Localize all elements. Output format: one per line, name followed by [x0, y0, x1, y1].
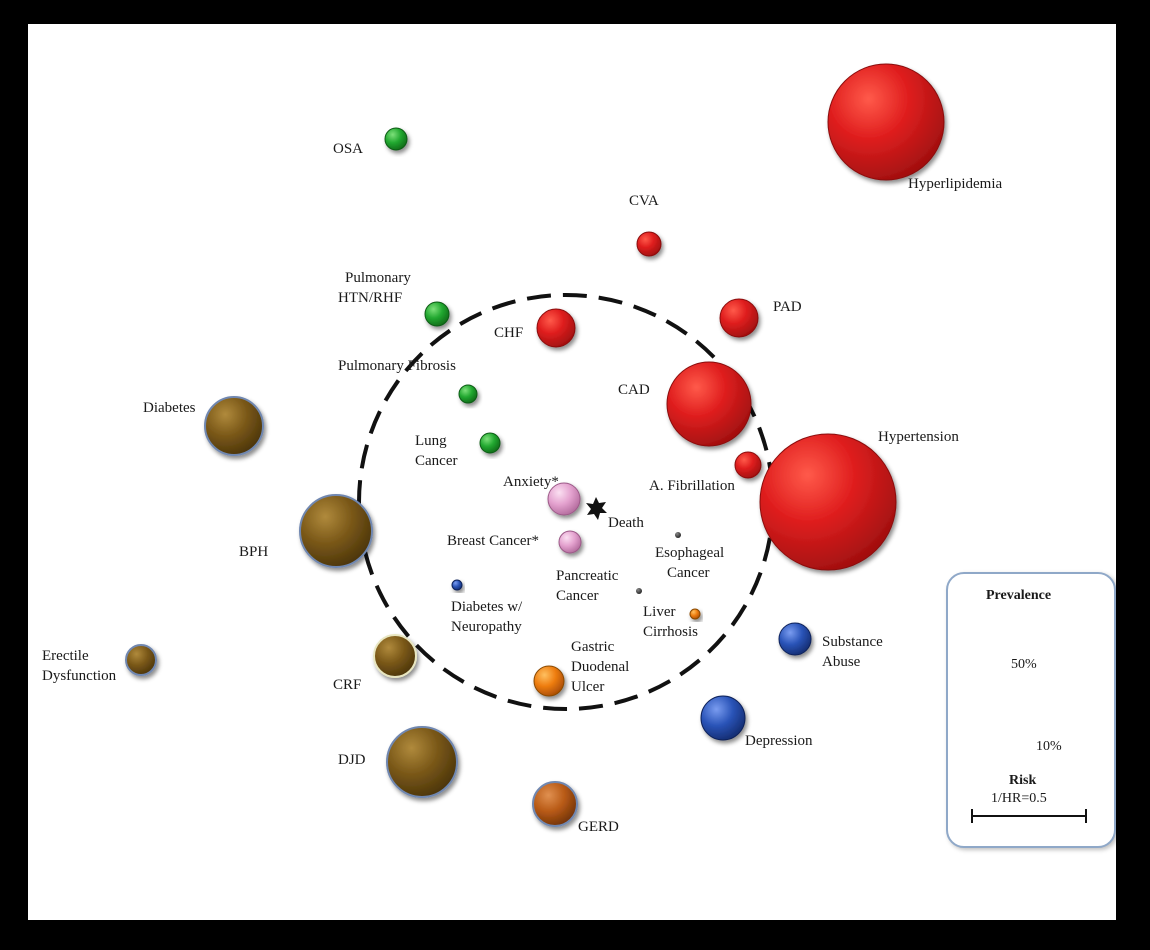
legend-large-value: 50%	[1011, 657, 1037, 672]
erectile-dysfunction-label-line1: Erectile	[42, 648, 89, 664]
djd-bubble	[386, 726, 458, 798]
pancreatic-cancer-label-line2: Cancer	[556, 588, 599, 604]
breast-cancer-label: Breast Cancer*	[447, 533, 540, 549]
lung-cancer-label-line2: Cancer	[415, 453, 458, 469]
pad-label: PAD	[773, 299, 802, 315]
hyperlipidemia-label: Hyperlipidemia	[908, 176, 1003, 192]
pancreatic-cancer-label-line1: Pancreatic	[556, 568, 619, 584]
esophageal-cancer-label-line1: Esophageal	[655, 545, 725, 561]
esophageal-cancer-dot	[675, 532, 681, 538]
death-label: Death	[608, 515, 644, 531]
depression-bubble	[700, 695, 746, 741]
legend-small-value: 10%	[1036, 739, 1062, 754]
afib-bubble	[734, 451, 762, 479]
cad-bubble	[666, 361, 752, 447]
anxiety-label: Anxiety*	[503, 474, 559, 490]
pad-bubble	[719, 298, 759, 338]
cva-bubble	[636, 231, 662, 257]
gastric-ulcer-label-line2: Duodenal	[571, 659, 630, 675]
pulmonary-htn-label-line1: Pulmonary	[345, 270, 411, 286]
liver-cirrhosis-label-line1: Liver	[643, 604, 676, 620]
pancreatic-cancer-dot	[636, 588, 642, 594]
diagram-canvas	[28, 24, 1116, 920]
hyperlipidemia-bubble	[827, 63, 945, 181]
gastric-ulcer-label-line3: Ulcer	[571, 679, 605, 695]
pulmonary-htn-bubble	[424, 301, 450, 327]
crf-bubble	[373, 634, 417, 678]
diabetes-neuropathy-bubble	[451, 579, 463, 591]
cad-label: CAD	[618, 382, 650, 398]
chf-bubble	[536, 308, 576, 348]
diabetes-neuropathy-label-line1: Diabetes w/	[451, 599, 523, 615]
esophageal-cancer-label-line2: Cancer	[667, 565, 710, 581]
gastric-ulcer-label-line1: Gastric	[571, 639, 615, 655]
depression-label: Depression	[745, 733, 813, 749]
cva-label: CVA	[629, 193, 659, 209]
lung-cancer-bubble	[479, 432, 501, 454]
hypertension-label: Hypertension	[878, 429, 959, 445]
diabetes-neuropathy-label-line2: Neuropathy	[451, 619, 522, 635]
substance-abuse-label-line1: Substance	[822, 634, 883, 650]
gerd-label: GERD	[578, 819, 619, 835]
death-star-icon	[586, 497, 607, 520]
pulmonary-htn-label-line2: HTN/RHF	[338, 290, 403, 306]
erectile-dysfunction-label-line2: Dysfunction	[42, 668, 117, 684]
legend-risk-title: Risk	[1009, 773, 1037, 788]
liver-cirrhosis-label-line2: Cirrhosis	[643, 624, 699, 640]
legend-panel	[946, 572, 1116, 848]
bph-bubble	[299, 494, 373, 568]
gastric-ulcer-bubble	[533, 665, 565, 697]
lung-cancer-label-line1: Lung	[415, 433, 447, 449]
osa-label: OSA	[333, 141, 364, 157]
chf-label: CHF	[494, 325, 524, 341]
hypertension-bubble	[759, 433, 897, 571]
breast-cancer-bubble	[558, 530, 582, 554]
bph-label: BPH	[239, 544, 269, 560]
djd-label: DJD	[338, 752, 366, 768]
gerd-bubble	[532, 781, 578, 827]
diabetes-bubble	[204, 396, 264, 456]
legend-prevalence-title: Prevalence	[986, 588, 1052, 603]
pulmonary-fibrosis-bubble	[458, 384, 478, 404]
legend-risk-scale: 1/HR=0.5	[991, 791, 1047, 806]
erectile-dysfunction-bubble	[125, 644, 157, 676]
osa-bubble	[384, 127, 408, 151]
substance-abuse-bubble	[778, 622, 812, 656]
afib-label: A. Fibrillation	[649, 478, 735, 494]
substance-abuse-label-line2: Abuse	[822, 654, 861, 670]
legend-risk-scale-bar	[971, 809, 1087, 823]
crf-label: CRF	[333, 677, 362, 693]
diabetes-label: Diabetes	[143, 400, 196, 416]
anxiety-bubble	[547, 482, 581, 516]
pulmonary-fibrosis-label: Pulmonary Fibrosis	[338, 358, 456, 374]
liver-cirrhosis-bubble	[689, 608, 701, 620]
